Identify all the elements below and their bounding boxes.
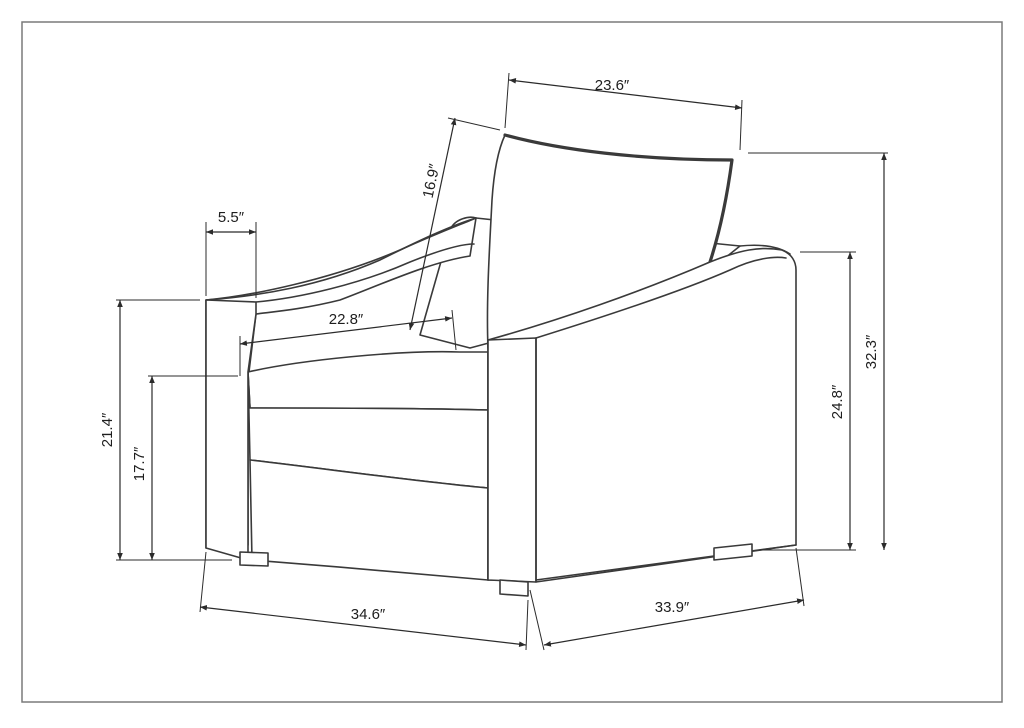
ext-back-width-left [504, 72, 510, 129]
dimension-lines [116, 72, 888, 651]
label-back-height: 16.9″ [420, 162, 444, 200]
label-side-depth: 33.9″ [655, 599, 690, 616]
ext-side-depth-right [795, 547, 805, 607]
label-total-height: 32.3″ [863, 334, 880, 369]
cushion-piping [503, 133, 734, 264]
right-arm-curve [535, 256, 787, 339]
foot-front-right [499, 579, 529, 597]
ext-seat-depth-back [451, 309, 457, 351]
foot-back-right [713, 543, 753, 561]
right-arm-side [487, 247, 797, 581]
armchair-drawing [205, 133, 797, 597]
dimension-labels: 23.6″ 16.9″ 5.5″ 22.8″ 21.4″ 17.7″ 24.8″… [99, 77, 880, 623]
ext-front-width-right [525, 599, 529, 651]
label-side-height: 24.8″ [829, 384, 846, 419]
ext-back-height-top [447, 117, 501, 131]
right-panel-outline [535, 337, 797, 583]
right-arm-front [487, 337, 537, 583]
seat-cushion [247, 350, 489, 411]
left-arm-inner [255, 243, 475, 303]
label-seat-height: 17.7″ [131, 446, 148, 481]
ext-front-width-left [199, 551, 207, 613]
dim-back-width [508, 78, 743, 110]
dim-seat-depth [239, 316, 453, 346]
foot-front-left [239, 551, 269, 567]
right-arm-top-back [739, 244, 791, 255]
label-back-width: 23.6″ [595, 77, 630, 94]
left-arm-front [205, 299, 257, 561]
outer-frame [21, 21, 1003, 703]
label-arm-height: 21.4″ [99, 412, 116, 447]
label-seat-depth: 22.8″ [329, 311, 364, 328]
dim-side-depth [543, 598, 805, 647]
label-front-width: 34.6″ [351, 606, 386, 623]
dim-back-height [408, 117, 457, 331]
dim-front-width [199, 605, 527, 647]
ext-side-depth-left [529, 589, 545, 651]
label-arm-width: 5.5″ [218, 209, 245, 226]
